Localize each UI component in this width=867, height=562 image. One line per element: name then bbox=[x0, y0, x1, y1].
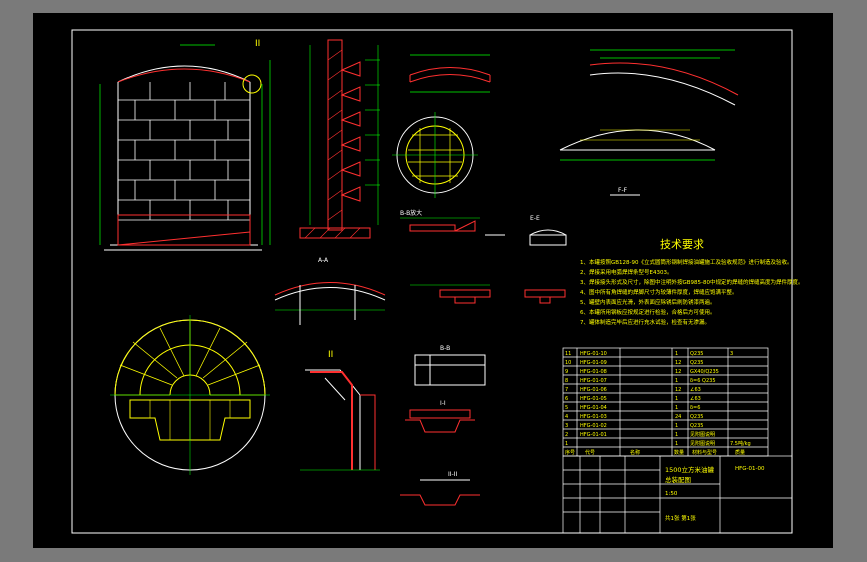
drawing-border bbox=[71, 29, 793, 534]
bom-cell-no: 9 bbox=[565, 369, 568, 375]
bom-cell-qty: 24 bbox=[675, 414, 681, 420]
section-label: F-F bbox=[618, 187, 628, 194]
bom-cell-no: 7 bbox=[565, 387, 568, 393]
note-item: 1、本罐按照GB128-90《立式圆筒形钢制焊接油罐施工及验收规范》进行制造及验… bbox=[580, 258, 793, 266]
section-label: II-II bbox=[448, 471, 457, 478]
bom-cell-no: 8 bbox=[565, 378, 568, 384]
bom-cell-no: 3 bbox=[565, 423, 568, 429]
bom-cell-code: HFG-01-03 bbox=[580, 414, 607, 420]
bom-cell-material: ∠63 bbox=[690, 396, 701, 402]
bom-header-mass: 质量 bbox=[735, 449, 745, 456]
section-aa-view bbox=[274, 282, 386, 325]
notes-list: 1、本罐按照GB128-90《立式圆筒形钢制焊接油罐施工及验收规范》进行制造及验… bbox=[580, 258, 804, 326]
bom-cell-code: HFG-01-05 bbox=[580, 396, 607, 402]
bom-cell-qty: 1 bbox=[675, 396, 678, 402]
note-item: 7、罐体制造完毕后应进行充水试验，检查有无渗漏。 bbox=[580, 318, 710, 326]
bom-cell-code: HFG-01-01 bbox=[580, 432, 607, 438]
notes-title: 技术要求 bbox=[660, 238, 704, 251]
bom-table bbox=[562, 347, 769, 457]
bom-header-qty: 数量 bbox=[674, 449, 684, 456]
bom-cell-no: 11 bbox=[565, 351, 571, 357]
bom-cell-code: HFG-01-06 bbox=[580, 387, 607, 393]
note-item: 6、本罐所用钢板应按规定进行检验，合格后方可使用。 bbox=[580, 308, 716, 316]
bom-cell-code: HFG-01-08 bbox=[580, 369, 607, 375]
title-sheet: 共1张 第1张 bbox=[665, 514, 696, 522]
bom-header-row: 序号 代号 名称 数量 材料与型号 质量 bbox=[565, 449, 745, 456]
tank-elevation-view bbox=[99, 44, 271, 251]
bom-cell-no: 4 bbox=[565, 414, 568, 420]
bom-header-code: 代号 bbox=[585, 449, 595, 456]
bom-cell-no: 2 bbox=[565, 432, 568, 438]
bom-cell-material: Q235 bbox=[690, 360, 703, 366]
bom-cell-no: 6 bbox=[565, 396, 568, 402]
manhole-plan-view bbox=[392, 112, 478, 198]
section-label: B-B放大 bbox=[400, 209, 422, 217]
bom-cell-code: HFG-01-02 bbox=[580, 423, 607, 429]
bom-cell-material: δ=6 bbox=[690, 405, 700, 411]
bom-header-no: 序号 bbox=[565, 449, 575, 456]
bom-cell-qty: 1 bbox=[675, 423, 678, 429]
bom-cell-material: GX40/Q235 bbox=[690, 369, 719, 375]
bom-cell-qty: 12 bbox=[675, 369, 681, 375]
bom-cell-no: 1 bbox=[565, 441, 568, 447]
bom-cell-qty: 12 bbox=[675, 387, 681, 393]
section-label: A-A bbox=[318, 257, 329, 264]
title-project: 1500立方米油罐 bbox=[665, 465, 715, 474]
bom-cell-material: δ=6 Q235 bbox=[690, 378, 716, 384]
sections-i-ii bbox=[400, 354, 486, 506]
weld-section-details bbox=[400, 217, 567, 304]
section-label: I-I bbox=[440, 400, 446, 407]
bom-cell-material: Q235 bbox=[690, 423, 703, 429]
bom-header-name: 名称 bbox=[630, 449, 640, 456]
bom-cell-material: Q235 bbox=[690, 414, 703, 420]
bom-cell-mass: 3 bbox=[730, 351, 733, 357]
tank-bottom-plan bbox=[110, 315, 270, 475]
bom-cell-no: 10 bbox=[565, 360, 571, 366]
bom-cell-no: 5 bbox=[565, 405, 568, 411]
title-scale: 1:50 bbox=[665, 491, 678, 497]
bom-header-material: 材料与型号 bbox=[692, 449, 717, 456]
bom-cell-material: ∠63 bbox=[690, 387, 701, 393]
title-drawing-name: 总装配图 bbox=[665, 475, 691, 484]
bom-cell-code: HFG-01-10 bbox=[580, 351, 607, 357]
title-block bbox=[562, 455, 793, 534]
note-item: 2、焊接采用电弧焊焊条型号E4303。 bbox=[580, 268, 672, 276]
bom-cell-qty: 1 bbox=[675, 432, 678, 438]
bom-cell-material: 见附图说明 bbox=[690, 440, 715, 447]
section-label: E-E bbox=[530, 215, 540, 222]
section-label: B-B bbox=[440, 345, 450, 352]
bom-cell-qty: 12 bbox=[675, 360, 681, 366]
bom-cell-qty: 1 bbox=[675, 378, 678, 384]
roof-rib-details bbox=[559, 49, 739, 196]
bom-cell-qty: 1 bbox=[675, 351, 678, 357]
bom-cell-material: Q235 bbox=[690, 351, 703, 357]
note-item: 4、图中所有角焊缝的焊脚尺寸为较薄件厚度，焊缝应饱满平整。 bbox=[580, 288, 738, 296]
bom-cell-material: 见附图说明 bbox=[690, 431, 715, 438]
detail-ii-view bbox=[300, 369, 380, 471]
section-label: II bbox=[328, 350, 333, 360]
bom-cell-qty: 1 bbox=[675, 405, 678, 411]
bom-cell-qty: 1 bbox=[675, 441, 678, 447]
roof-plate-detail bbox=[409, 54, 491, 93]
shell-section-view bbox=[299, 39, 380, 239]
note-item: 5、罐壁内表面应光滑，外表面应除锈后刷防锈漆两遍。 bbox=[580, 298, 716, 306]
bom-cell-code: HFG-01-04 bbox=[580, 405, 607, 411]
title-drawing-no: HFG-01-00 bbox=[735, 466, 765, 472]
drawing-canvas[interactable] bbox=[33, 13, 833, 548]
note-item: 3、焊接接头形式及尺寸，除图中注明外按GB985-80中规定的焊缝的焊缝高度为焊… bbox=[580, 278, 804, 286]
section-label: II bbox=[255, 39, 260, 49]
bom-cell-mass: 7.5吨/kg bbox=[730, 440, 751, 447]
bom-cell-code: HFG-01-09 bbox=[580, 360, 607, 366]
bom-cell-code: HFG-01-07 bbox=[580, 378, 607, 384]
